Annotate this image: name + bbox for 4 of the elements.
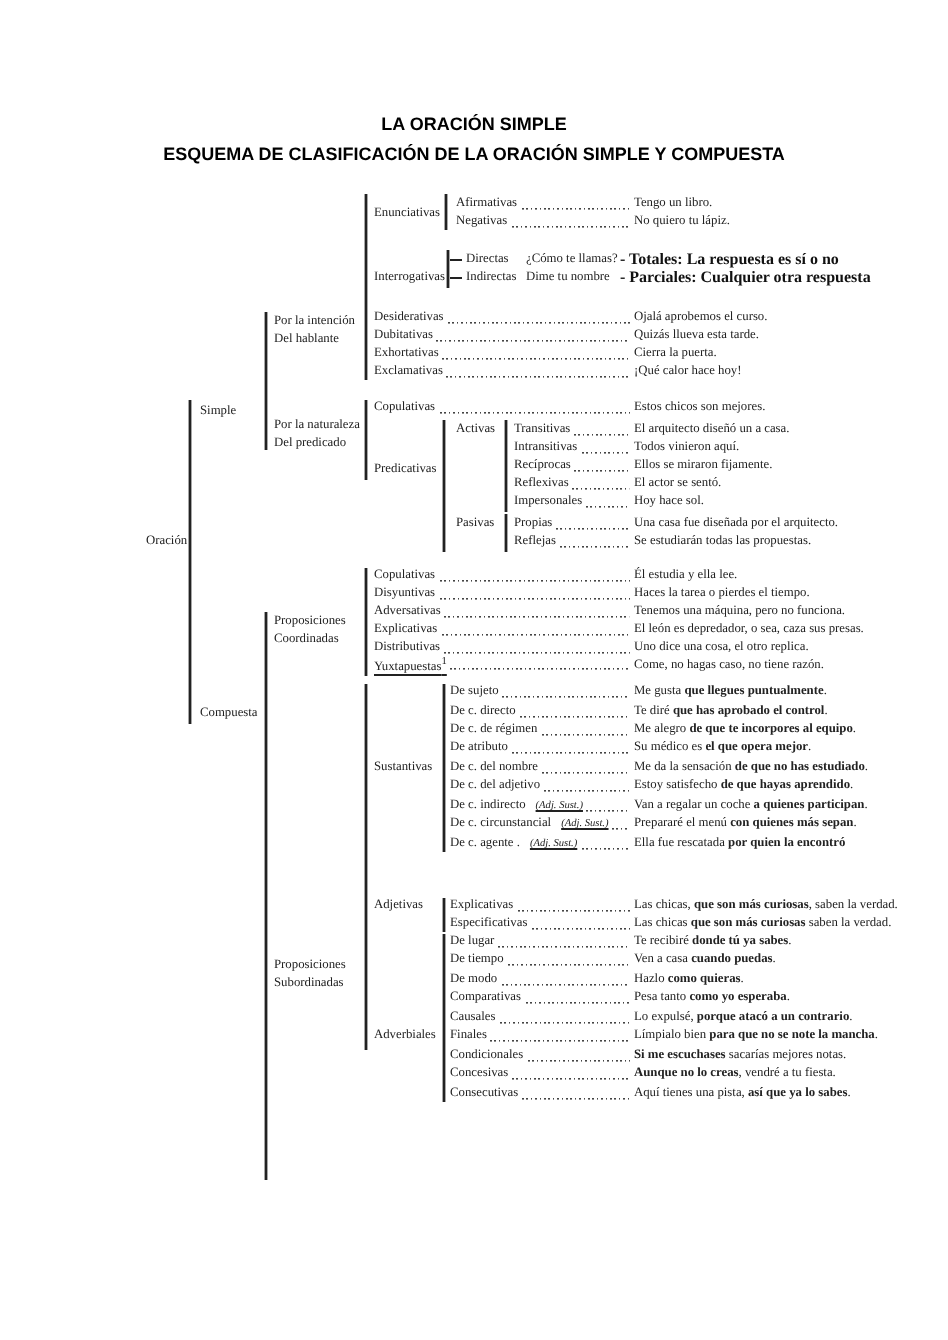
subtitle: ESQUEMA DE CLASIFICACIÓN DE LA ORACIÓN SIMPLE Y COMPUESTA (161, 143, 787, 165)
note: - Totales: La respuesta es sí o no (620, 252, 839, 268)
title: LA ORACIÓN SIMPLE (379, 114, 569, 136)
note: - Parciales: Cualquier otra respuesta (620, 270, 871, 286)
